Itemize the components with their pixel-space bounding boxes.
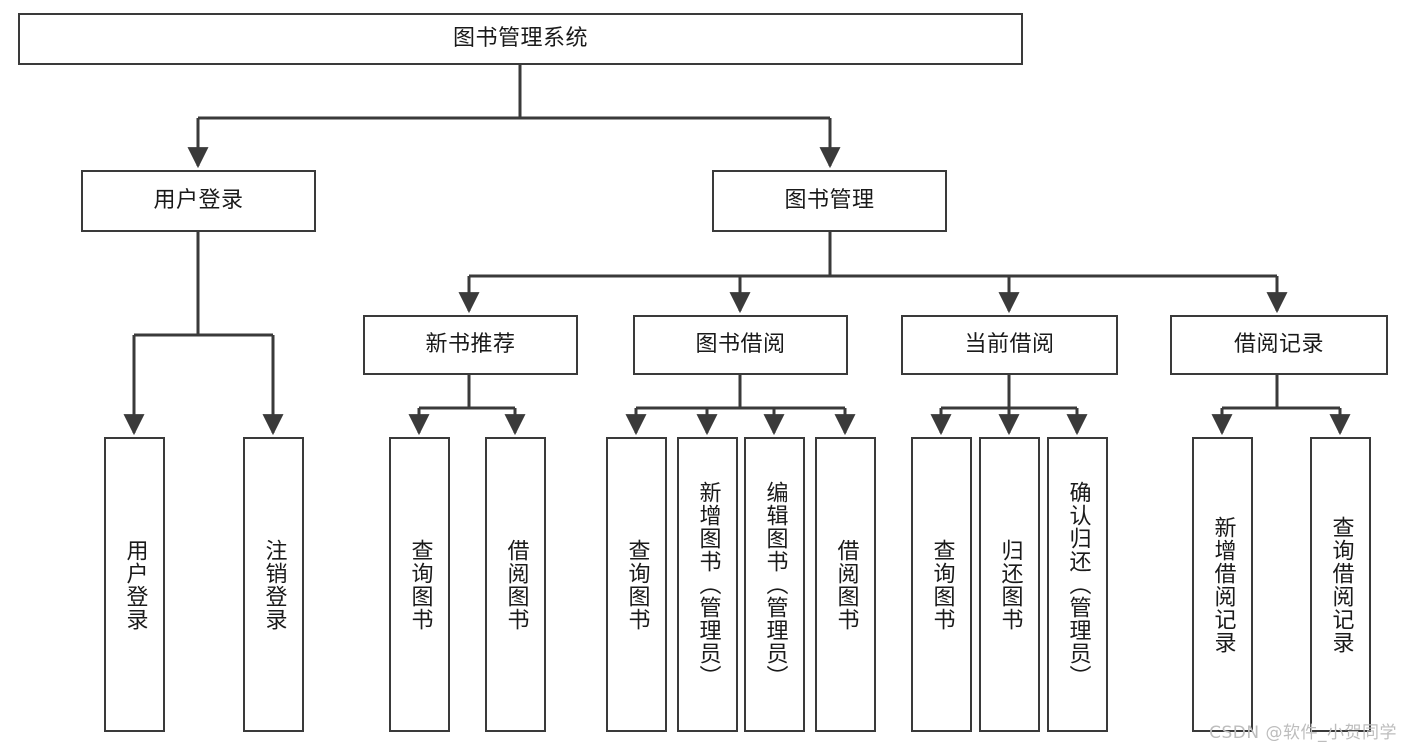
node-leaf-borrow-book-1-label: 借阅图书 bbox=[503, 538, 529, 631]
node-leaf-query-book-2[interactable]: 查询图书 bbox=[606, 437, 667, 732]
node-root-label: 图书管理系统 bbox=[452, 25, 588, 51]
node-leaf-logout-login[interactable]: 注销登录 bbox=[243, 437, 304, 732]
node-book-borrow-label: 图书借阅 bbox=[695, 331, 786, 357]
node-leaf-query-record-label: 查询借阅记录 bbox=[1328, 515, 1354, 654]
node-current-borrow-label: 当前借阅 bbox=[964, 331, 1055, 357]
node-book-management-label: 图书管理 bbox=[784, 187, 875, 213]
node-leaf-return-book-label: 归还图书 bbox=[997, 538, 1023, 631]
node-leaf-logout-login-label: 注销登录 bbox=[261, 538, 287, 631]
node-user-login[interactable]: 用户登录 bbox=[81, 170, 316, 232]
node-borrow-record[interactable]: 借阅记录 bbox=[1170, 315, 1388, 375]
node-current-borrow[interactable]: 当前借阅 bbox=[901, 315, 1118, 375]
node-leaf-user-login[interactable]: 用户登录 bbox=[104, 437, 165, 732]
node-leaf-query-record[interactable]: 查询借阅记录 bbox=[1310, 437, 1371, 732]
node-leaf-edit-book[interactable]: 编辑图书（管理员） bbox=[744, 437, 805, 732]
node-book-management[interactable]: 图书管理 bbox=[712, 170, 947, 232]
node-leaf-query-book-2-label: 查询图书 bbox=[624, 538, 650, 631]
node-new-book-recommend[interactable]: 新书推荐 bbox=[363, 315, 578, 375]
watermark-text: CSDN @软件_小贺同学 bbox=[1209, 723, 1397, 743]
node-borrow-record-label: 借阅记录 bbox=[1233, 331, 1324, 357]
node-leaf-query-book-1[interactable]: 查询图书 bbox=[389, 437, 450, 732]
node-leaf-confirm-return-label: 确认归还（管理员） bbox=[1065, 481, 1091, 688]
node-leaf-add-record[interactable]: 新增借阅记录 bbox=[1192, 437, 1253, 732]
node-leaf-user-login-label: 用户登录 bbox=[122, 538, 148, 631]
node-leaf-query-book-3[interactable]: 查询图书 bbox=[911, 437, 972, 732]
node-leaf-add-book[interactable]: 新增图书（管理员） bbox=[677, 437, 738, 732]
node-leaf-query-book-3-label: 查询图书 bbox=[929, 538, 955, 631]
node-leaf-add-book-label: 新增图书（管理员） bbox=[695, 481, 721, 688]
node-leaf-borrow-book-1[interactable]: 借阅图书 bbox=[485, 437, 546, 732]
node-leaf-query-book-1-label: 查询图书 bbox=[407, 538, 433, 631]
node-leaf-add-record-label: 新增借阅记录 bbox=[1210, 515, 1236, 654]
node-book-borrow[interactable]: 图书借阅 bbox=[633, 315, 848, 375]
node-user-login-label: 用户登录 bbox=[153, 187, 244, 213]
node-leaf-confirm-return[interactable]: 确认归还（管理员） bbox=[1047, 437, 1108, 732]
node-leaf-borrow-book-2[interactable]: 借阅图书 bbox=[815, 437, 876, 732]
node-leaf-borrow-book-2-label: 借阅图书 bbox=[833, 538, 859, 631]
node-root[interactable]: 图书管理系统 bbox=[18, 13, 1023, 65]
node-leaf-return-book[interactable]: 归还图书 bbox=[979, 437, 1040, 732]
node-leaf-edit-book-label: 编辑图书（管理员） bbox=[762, 481, 788, 688]
node-new-book-recommend-label: 新书推荐 bbox=[425, 331, 516, 357]
